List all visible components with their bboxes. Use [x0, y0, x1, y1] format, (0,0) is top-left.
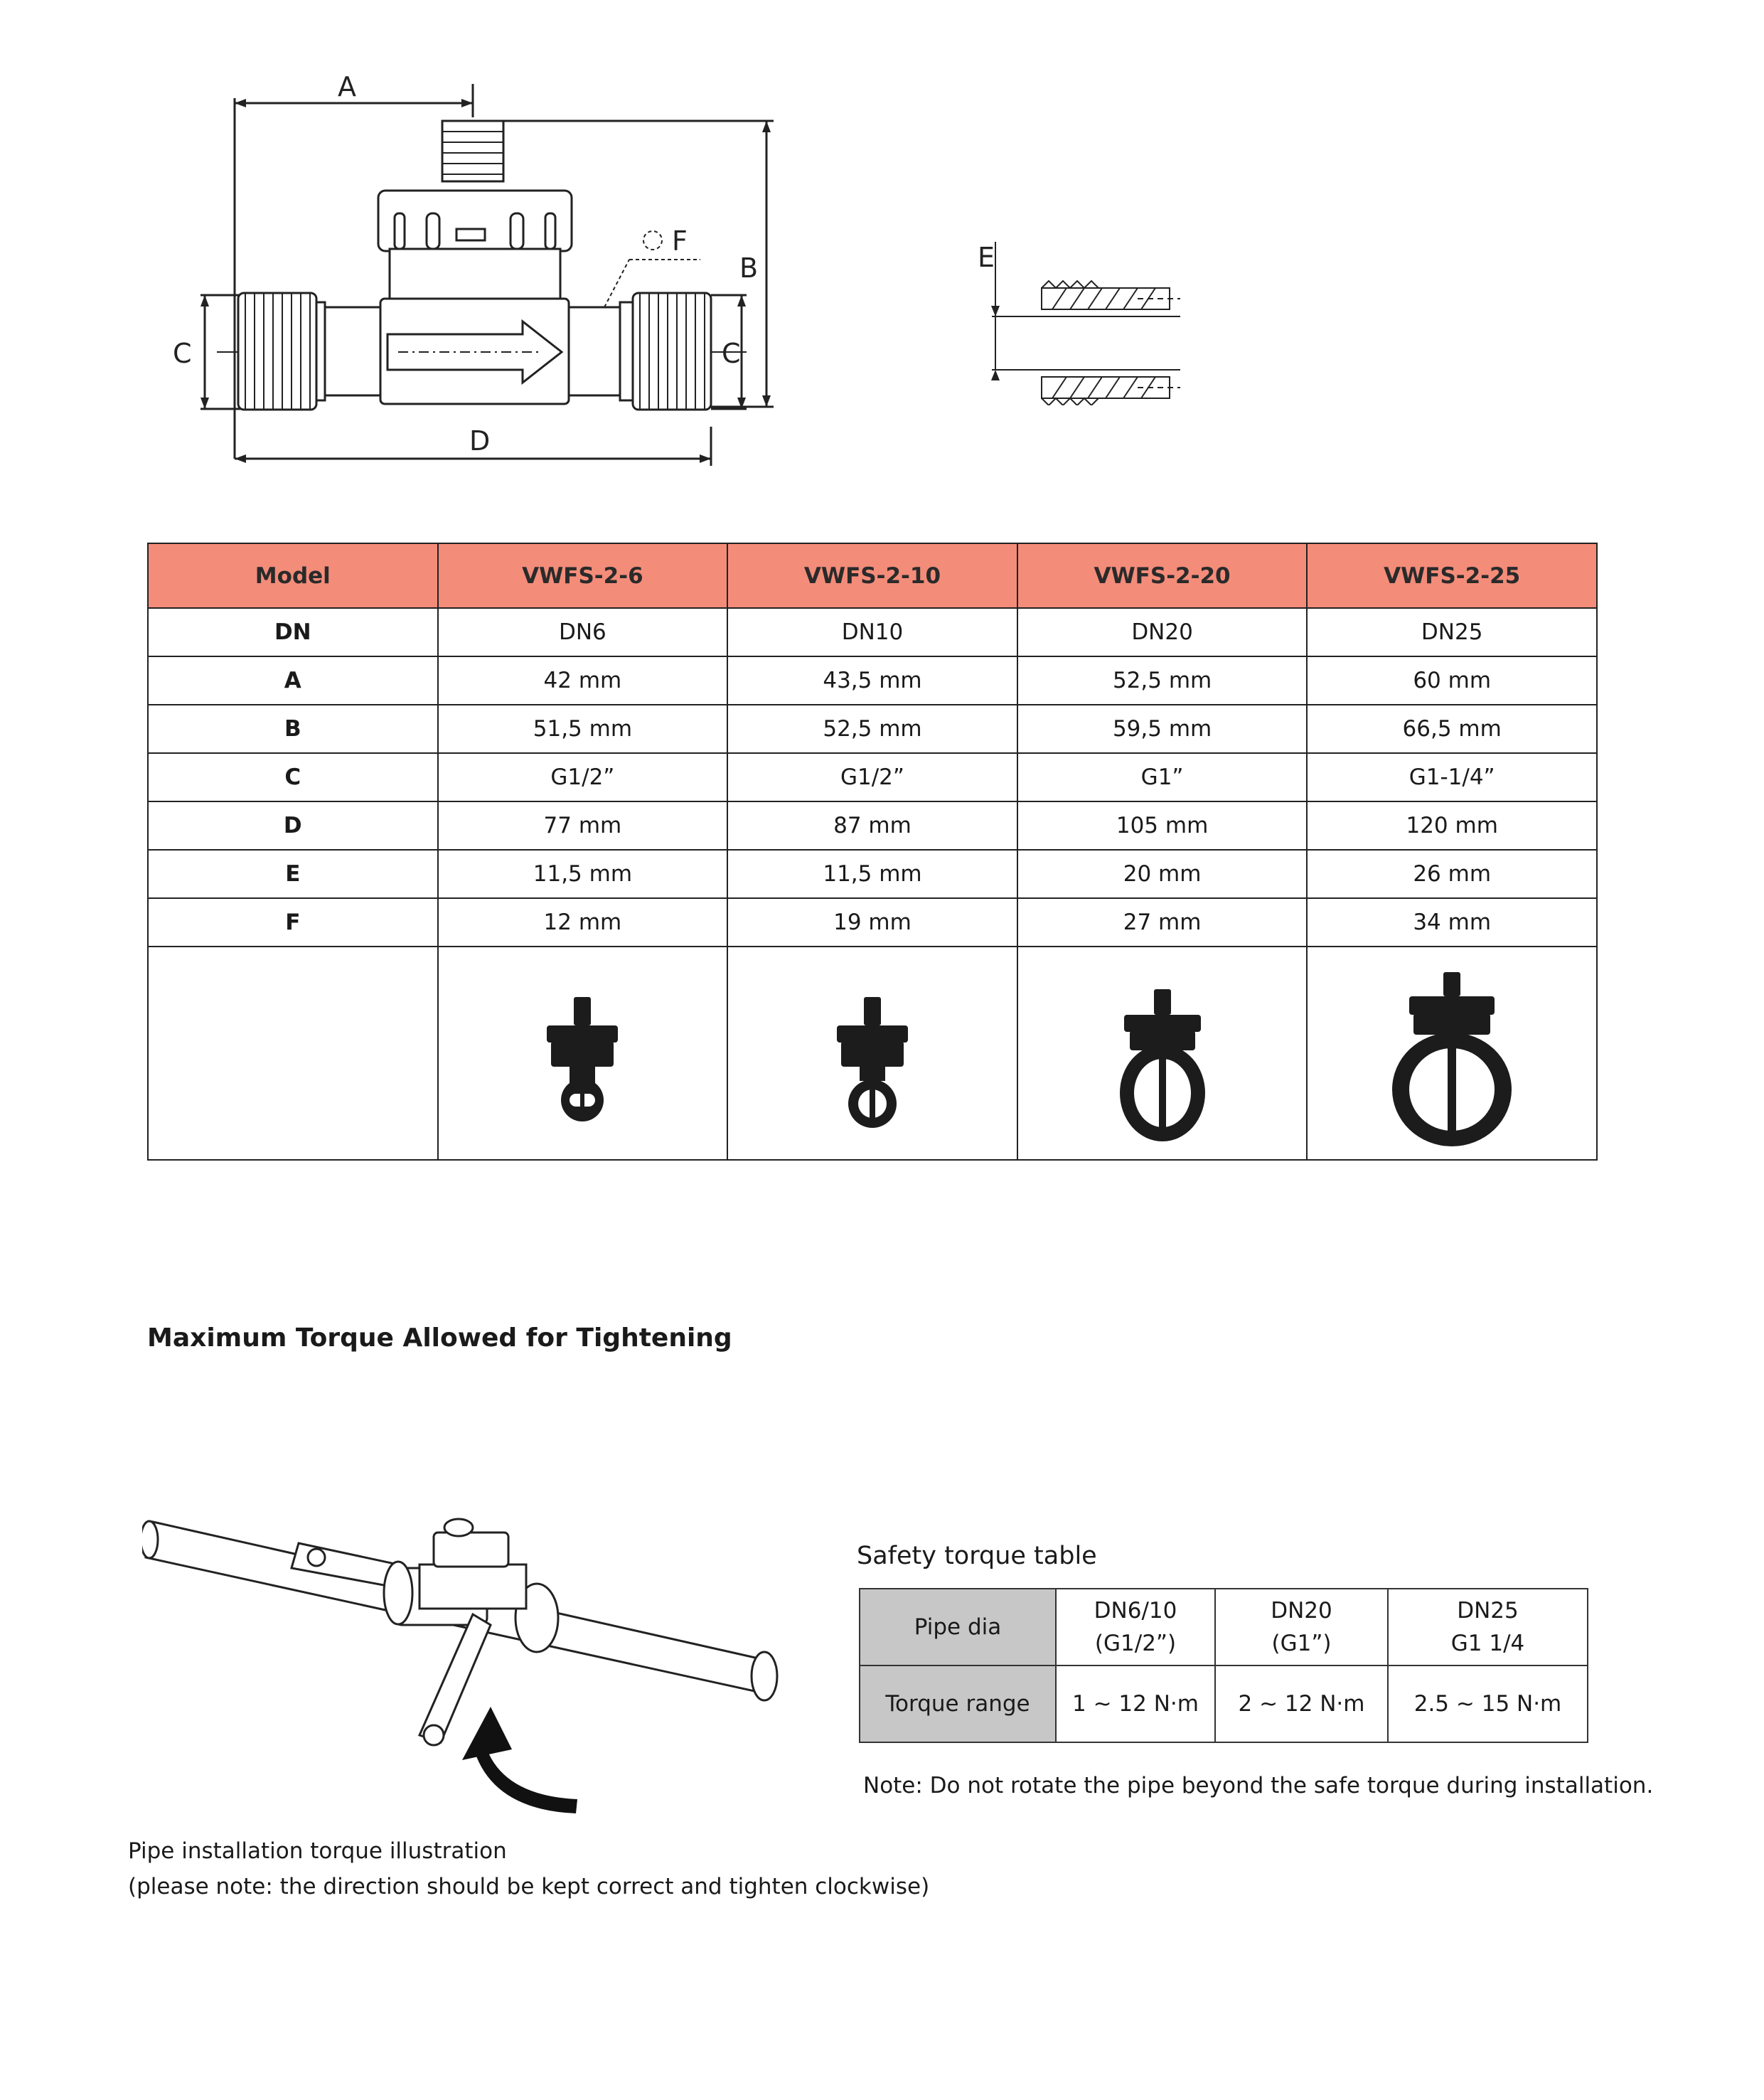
torque-table-title: Safety torque table: [857, 1542, 1097, 1570]
row-label: C: [147, 752, 439, 802]
size-line: DN25: [1457, 1598, 1519, 1624]
row-label: D: [147, 801, 439, 851]
label-f: F: [672, 225, 688, 257]
illustration-caption-note: (please note: the direction should be ke…: [128, 1874, 930, 1899]
table-cell: 120 mm: [1306, 801, 1598, 851]
row-label: F: [147, 897, 439, 947]
table-cell: 51,5 mm: [437, 704, 729, 754]
table-row: C G1/2” G1/2” G1” G1-1/4”: [147, 752, 1598, 802]
sensor-image-vwfs-2-6: [547, 997, 619, 1121]
table-cell: 11,5 mm: [437, 849, 729, 899]
table-cell: 77 mm: [437, 801, 729, 851]
table-image-row: [147, 946, 1598, 1161]
table-cell: DN10: [727, 607, 1018, 657]
label-c-right: C: [722, 338, 741, 369]
header-vwfs-2-6: VWFS-2-6: [437, 543, 729, 609]
pipe-dia-label: Pipe dia: [859, 1588, 1057, 1666]
table-cell: 2 ~ 12 N·m: [1214, 1665, 1389, 1743]
size-line: G1 1/4: [1450, 1631, 1525, 1656]
size-line: DN6/10: [1094, 1598, 1177, 1624]
table-row: F 12 mm 19 mm 27 mm 34 mm: [147, 897, 1598, 947]
table-cell: 43,5 mm: [727, 656, 1018, 705]
table-cell: 12 mm: [437, 897, 729, 947]
table-cell: 11,5 mm: [727, 849, 1018, 899]
table-cell: G1-1/4”: [1306, 752, 1598, 802]
label-c-left: C: [173, 338, 192, 369]
table-cell: 87 mm: [727, 801, 1018, 851]
table-cell: 26 mm: [1306, 849, 1598, 899]
table-cell: G1/2”: [437, 752, 729, 802]
table-cell: 19 mm: [727, 897, 1018, 947]
table-cell: 2.5 ~ 15 N·m: [1387, 1665, 1588, 1743]
size-line: (G1”): [1271, 1631, 1332, 1656]
section-heading-torque: Maximum Torque Allowed for Tightening: [147, 1323, 732, 1353]
thread-section-drawing: E: [978, 242, 1180, 405]
illustration-caption: Pipe installation torque illustration: [128, 1838, 507, 1864]
table-cell: 52,5 mm: [1016, 656, 1308, 705]
table-row: Pipe dia DN6/10 (G1/2”) DN20 (G1”) DN25 G1 …: [859, 1588, 1588, 1666]
header-vwfs-2-25: VWFS-2-25: [1306, 543, 1598, 609]
table-cell: G1/2”: [727, 752, 1018, 802]
table-cell: DN25 G1 1/4: [1387, 1588, 1588, 1666]
size-line: (G1/2”): [1094, 1631, 1177, 1656]
table-cell: DN6/10 (G1/2”): [1055, 1588, 1216, 1666]
table-row: Torque range 1 ~ 12 N·m 2 ~ 12 N·m 2.5 ~…: [859, 1665, 1588, 1743]
table-row: B 51,5 mm 52,5 mm 59,5 mm 66,5 mm: [147, 704, 1598, 754]
sensor-image-vwfs-2-25: [1392, 972, 1512, 1146]
table-header-row: Model VWFS-2-6 VWFS-2-10 VWFS-2-20 VWFS-…: [147, 543, 1598, 609]
table-cell: 34 mm: [1306, 897, 1598, 947]
table-cell: 66,5 mm: [1306, 704, 1598, 754]
table-cell: 1 ~ 12 N·m: [1055, 1665, 1216, 1743]
header-model: Model: [147, 543, 439, 609]
product-image-cell: [1306, 946, 1598, 1161]
product-image-cell: [437, 946, 729, 1161]
table-cell: DN6: [437, 607, 729, 657]
row-label: A: [147, 656, 439, 705]
empty-cell: [147, 946, 439, 1161]
size-line: DN20: [1271, 1598, 1332, 1624]
pipe-installation-illustration: [142, 1518, 779, 1813]
table-cell: 42 mm: [437, 656, 729, 705]
table-cell: G1”: [1016, 752, 1308, 802]
flow-sensor-dimension-drawing: A B C C D F: [173, 71, 774, 466]
torque-note: Note: Do not rotate the pipe beyond the …: [863, 1773, 1654, 1798]
row-label: DN: [147, 607, 439, 657]
sensor-image-vwfs-2-10: [836, 997, 908, 1128]
table-cell: DN20 (G1”): [1214, 1588, 1389, 1666]
row-label: E: [147, 849, 439, 899]
table-cell: DN20: [1016, 607, 1308, 657]
table-row: D 77 mm 87 mm 105 mm 120 mm: [147, 801, 1598, 851]
table-row: A 42 mm 43,5 mm 52,5 mm 60 mm: [147, 656, 1598, 705]
table-row: DN DN6 DN10 DN20 DN25: [147, 607, 1598, 657]
header-vwfs-2-10: VWFS-2-10: [727, 543, 1018, 609]
torque-range-label: Torque range: [859, 1665, 1057, 1743]
label-b: B: [739, 252, 758, 284]
table-cell: 60 mm: [1306, 656, 1598, 705]
table-cell: 27 mm: [1016, 897, 1308, 947]
header-vwfs-2-20: VWFS-2-20: [1016, 543, 1308, 609]
table-row: E 11,5 mm 11,5 mm 20 mm 26 mm: [147, 849, 1598, 899]
label-e: E: [978, 242, 995, 273]
label-a: A: [338, 71, 356, 102]
product-image-cell: [727, 946, 1018, 1161]
row-label: B: [147, 704, 439, 754]
table-cell: DN25: [1306, 607, 1598, 657]
sensor-image-vwfs-2-20: [1119, 989, 1205, 1141]
product-image-cell: [1016, 946, 1308, 1161]
table-cell: 105 mm: [1016, 801, 1308, 851]
table-cell: 52,5 mm: [727, 704, 1018, 754]
safety-torque-table: Pipe dia DN6/10 (G1/2”) DN20 (G1”) DN25 G1 …: [859, 1588, 1588, 1743]
table-cell: 59,5 mm: [1016, 704, 1308, 754]
label-d: D: [469, 425, 490, 457]
dimensions-table: Model VWFS-2-6 VWFS-2-10 VWFS-2-20 VWFS-…: [147, 543, 1598, 1161]
table-cell: 20 mm: [1016, 849, 1308, 899]
